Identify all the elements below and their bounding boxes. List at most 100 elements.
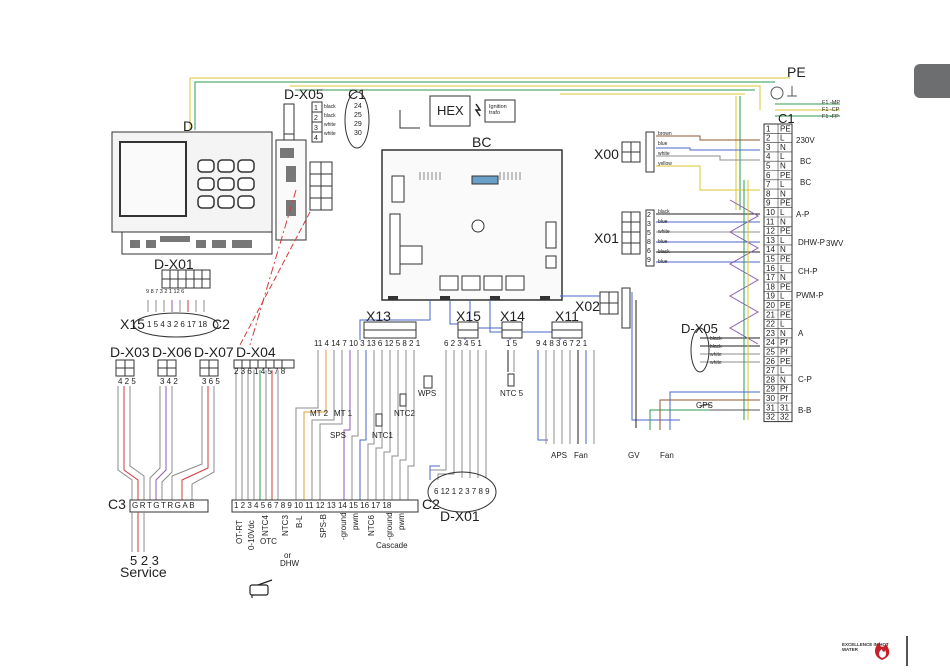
fmp-label: F1 -MP bbox=[822, 100, 841, 106]
ignition-trafo-box bbox=[484, 99, 516, 123]
c1-terminal-number: 14 bbox=[766, 245, 775, 254]
c2-bottom-connector bbox=[231, 499, 419, 513]
mt2-label: MT 2 bbox=[310, 409, 329, 418]
wire-dx07-2 bbox=[181, 386, 209, 500]
dx05-right-wire-colour: white bbox=[710, 360, 722, 366]
c1-terminal-function: PE bbox=[780, 310, 791, 319]
x01-wire-colour: blue bbox=[658, 239, 668, 245]
c1-terminal-number: 11 bbox=[766, 217, 775, 226]
wire-x13-h bbox=[367, 350, 375, 500]
c1-terminal-function: N bbox=[780, 162, 786, 171]
hex-wire-black bbox=[399, 110, 420, 129]
cascade-label: Cascade bbox=[376, 541, 408, 550]
c1-terminal-function: Pf bbox=[780, 338, 788, 347]
x13-label: X13 bbox=[366, 308, 391, 324]
x13-connector bbox=[363, 321, 417, 339]
wire-bc-x13 bbox=[359, 300, 431, 340]
c1-terminal-function: N bbox=[780, 375, 786, 384]
x01-pin: 5 bbox=[647, 230, 651, 237]
c1-terminal-function: PE bbox=[780, 199, 791, 208]
ntc5-label: NTC 5 bbox=[500, 389, 524, 398]
cp-label: C-P bbox=[798, 375, 812, 384]
c1-terminal-function: L bbox=[780, 180, 785, 189]
x14-label: X14 bbox=[500, 308, 525, 324]
c1-terminal-function: L bbox=[780, 236, 785, 245]
c1-terminal-function: N bbox=[780, 189, 786, 198]
display-label: D bbox=[183, 118, 194, 134]
c1-terminal-number: 2 bbox=[766, 134, 771, 143]
x01-pin: 8 bbox=[647, 239, 651, 246]
c1-terminal-function: N bbox=[780, 217, 786, 226]
sps-label: SPS bbox=[330, 431, 347, 440]
wire-x13-i bbox=[375, 350, 383, 500]
x01-pin: 6 bbox=[647, 248, 651, 255]
dx05-right-label: D-X05 bbox=[681, 321, 718, 336]
c1-terminal-number: 21 bbox=[766, 310, 775, 319]
c1-top-wire-colour: black bbox=[324, 104, 336, 110]
x13-pins: 11 4 14 7 10 3 13 6 12 5 8 2 1 bbox=[314, 339, 421, 348]
wire-dx06-1 bbox=[149, 386, 161, 500]
wire-x13-k bbox=[391, 350, 399, 500]
pwmp-label: PWM-P bbox=[796, 291, 824, 300]
x01-wire-colour: black bbox=[658, 249, 670, 255]
c1-terminal-number: 26 bbox=[766, 357, 775, 366]
x02-connector bbox=[599, 287, 631, 329]
wire-dx06-3 bbox=[161, 386, 173, 500]
c1-top-wire-colour: white bbox=[324, 131, 336, 137]
c1-terminal-function: N bbox=[780, 143, 786, 152]
c1-terminal-function: L bbox=[780, 366, 785, 375]
bb-label: B-B bbox=[798, 406, 812, 415]
c1-terminal-number: 7 bbox=[766, 180, 771, 189]
c1-terminal-number: 22 bbox=[766, 320, 775, 329]
c1-terminal-number: 17 bbox=[766, 273, 775, 282]
ntc2-label: NTC2 bbox=[394, 409, 415, 418]
dx03-connector bbox=[115, 359, 135, 377]
c1-terminal-number: 15 bbox=[766, 255, 775, 264]
wire-x13-m bbox=[407, 350, 415, 500]
pe-circle bbox=[770, 86, 784, 100]
c1-terminal-number: 24 bbox=[766, 338, 775, 347]
c1-top-wire-colour: white bbox=[324, 122, 336, 128]
wire-x13-j bbox=[383, 350, 391, 500]
spark-icon bbox=[474, 103, 482, 117]
wire-x13-a bbox=[295, 350, 319, 500]
x15-mid-pins: 6 2 3 4 5 1 bbox=[444, 339, 482, 348]
c2-left-label: C2 bbox=[212, 316, 230, 332]
x01-pin: 9 bbox=[647, 257, 651, 264]
c1-terminal-function: Pf bbox=[780, 348, 788, 357]
x00-wire-colour: blue bbox=[658, 141, 668, 147]
dx05-small-box bbox=[309, 161, 333, 211]
c1-terminal-number: 16 bbox=[766, 264, 775, 273]
spsb-label: SPS-B bbox=[319, 513, 328, 538]
c2-bottom-label: C2 bbox=[422, 496, 440, 512]
x14-pins: 1 5 bbox=[506, 339, 518, 348]
c1-terminal-number: 4 bbox=[766, 152, 771, 161]
x00-wire-colour: yellow bbox=[658, 161, 672, 167]
ntc4-label: NTC4 bbox=[261, 515, 270, 536]
section-tab[interactable] bbox=[914, 64, 950, 98]
wire-dx05-dx04-red bbox=[239, 211, 311, 346]
footer-divider bbox=[906, 636, 908, 666]
dx01-wires bbox=[147, 300, 205, 312]
c1-terminal-number: 13 bbox=[766, 236, 775, 245]
dx05-top-pin: 1 bbox=[314, 105, 318, 112]
x00-connector bbox=[621, 131, 655, 173]
wire-x13-b bbox=[303, 350, 327, 500]
x11-label: X11 bbox=[555, 308, 579, 324]
gps-symbol bbox=[699, 403, 711, 409]
c1-terminal-number: 9 bbox=[766, 199, 771, 208]
x01-wire-colour: white bbox=[658, 229, 670, 235]
ground2-label: -ground bbox=[385, 512, 394, 540]
dx06-label: D-X06 bbox=[152, 344, 192, 360]
x15-left-label: X15 bbox=[120, 316, 145, 332]
dx07-label: D-X07 bbox=[194, 344, 234, 360]
wire-dx03-2 bbox=[123, 386, 139, 500]
c1-terminal-number: 23 bbox=[766, 329, 775, 338]
dx03-label: D-X03 bbox=[110, 344, 150, 360]
dx01-bottom-ellipse bbox=[427, 471, 497, 513]
c3-connector bbox=[129, 499, 209, 552]
wire-x13-g bbox=[359, 350, 367, 500]
wire-fan-brown bbox=[659, 399, 760, 430]
c1-top-pin: 24 bbox=[354, 103, 362, 110]
